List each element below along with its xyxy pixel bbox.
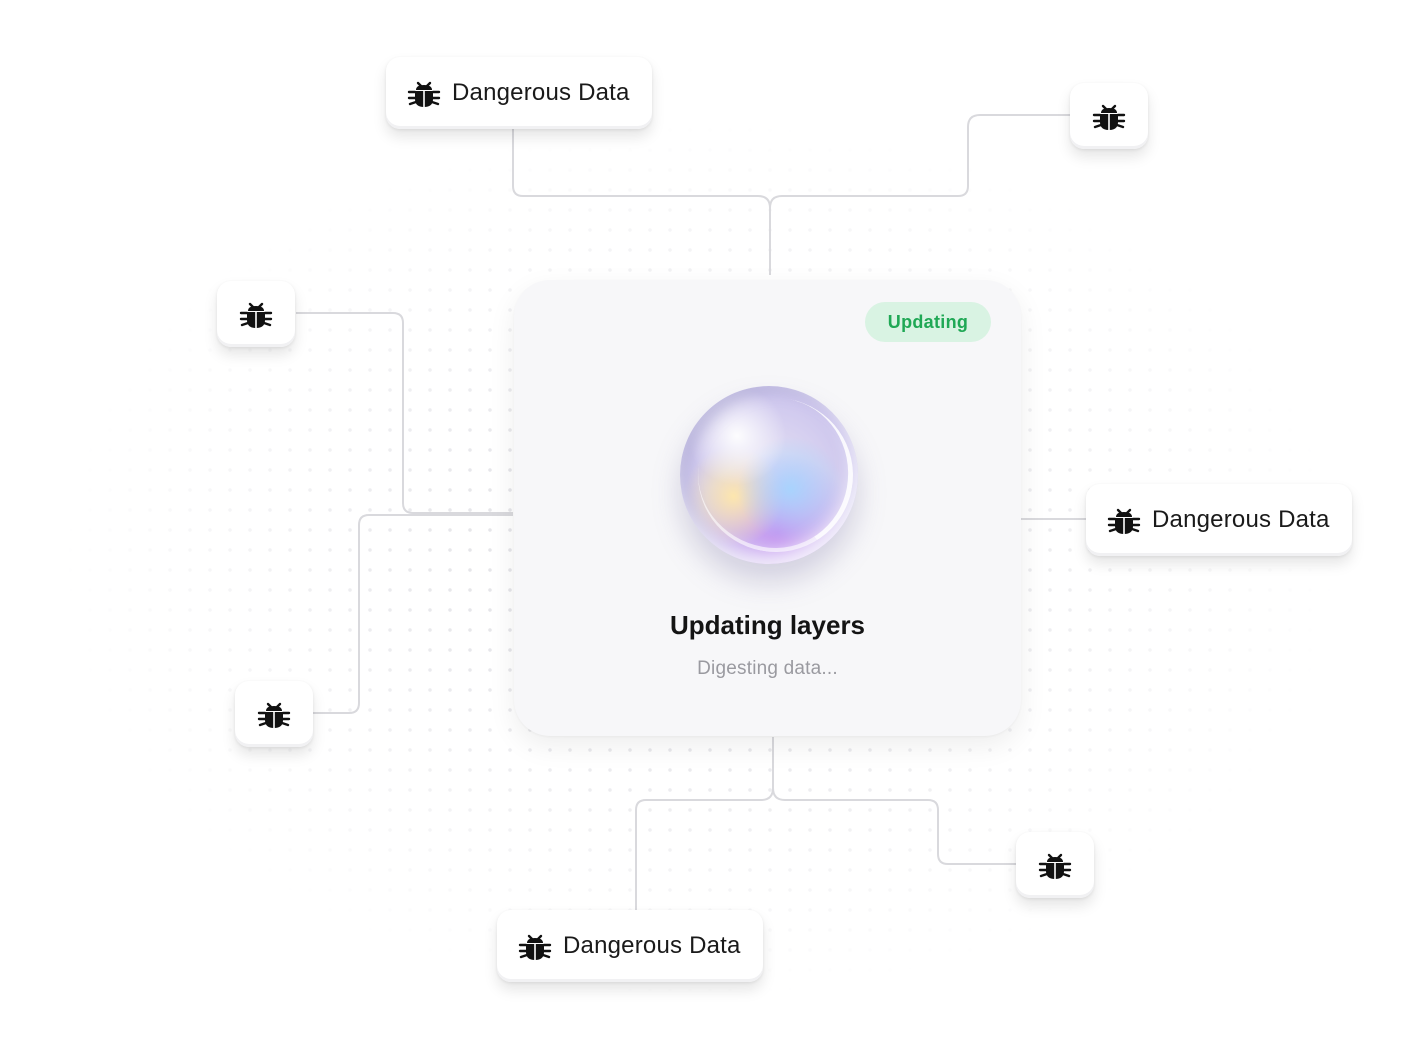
node-label: Dangerous Data	[1152, 506, 1330, 533]
bug-icon	[518, 934, 552, 960]
bug-icon	[1107, 508, 1141, 534]
connector-top-left	[512, 128, 771, 275]
connector-mid-left	[296, 312, 513, 514]
bug-icon	[1038, 853, 1072, 879]
node-top-right[interactable]	[1070, 83, 1148, 149]
node-bottom[interactable]: Dangerous Data	[497, 910, 763, 982]
node-right[interactable]: Dangerous Data	[1086, 484, 1352, 556]
update-status-card: Updating Updating layers Digesting data.…	[514, 280, 1021, 736]
connector-bottom-trunk	[635, 737, 774, 912]
bug-icon	[239, 302, 273, 328]
processing-orb	[680, 386, 858, 564]
bug-icon	[1092, 104, 1126, 130]
node-lower-left[interactable]	[235, 681, 313, 747]
connector-bottom-right	[772, 787, 1016, 865]
node-label: Dangerous Data	[563, 932, 741, 959]
connector-lower-left	[313, 514, 513, 714]
node-bottom-right[interactable]	[1016, 832, 1094, 898]
card-title: Updating layers	[669, 610, 866, 640]
connector-top-right	[769, 114, 1070, 209]
status-badge: Updating	[865, 302, 991, 342]
node-top-left[interactable]: Dangerous Data	[386, 57, 652, 129]
card-subtitle: Digesting data...	[697, 658, 838, 679]
bug-icon	[407, 81, 441, 107]
bug-icon	[257, 702, 291, 728]
node-mid-left[interactable]	[217, 281, 295, 347]
node-label: Dangerous Data	[452, 79, 630, 106]
